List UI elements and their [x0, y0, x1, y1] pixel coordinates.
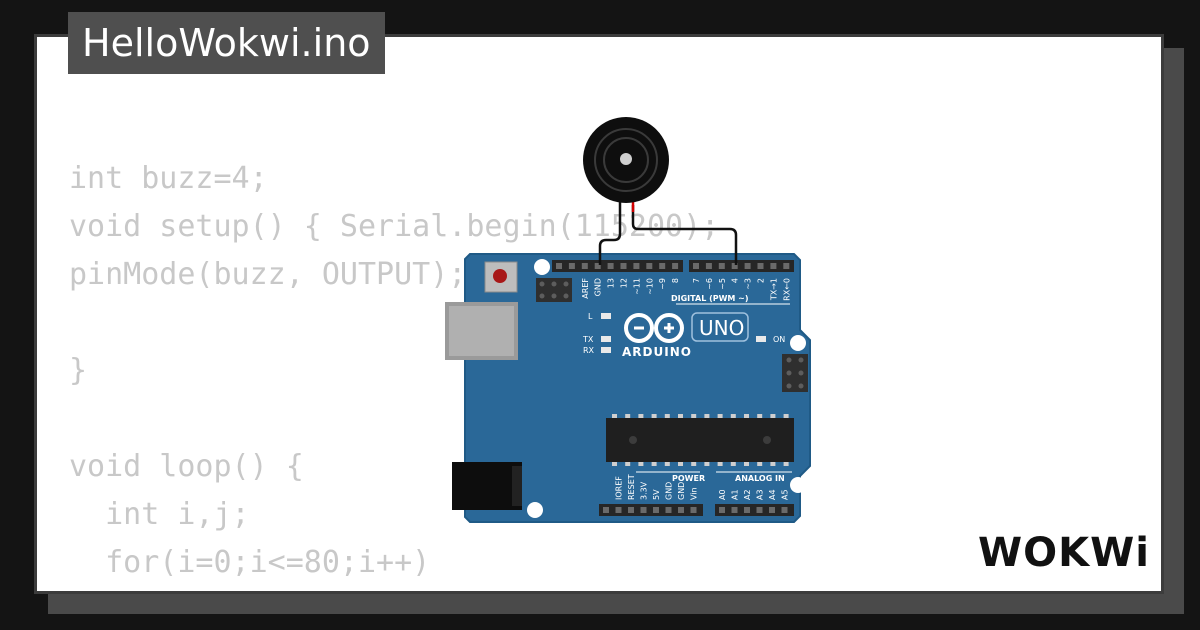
arduino-infinity-logo — [624, 313, 684, 343]
sketch-filename: HelloWokwi.ino — [68, 12, 385, 74]
code-line: for(i=0;i<=80;i++) — [69, 545, 431, 580]
code-line: pinMode(buzz, OUTPUT); — [69, 257, 467, 292]
mounting-hole — [527, 502, 543, 518]
svg-text:TX: TX — [582, 335, 594, 344]
code-line: } — [69, 353, 88, 388]
pin-label: TX→1 — [769, 278, 778, 301]
wire-gnd — [598, 198, 622, 265]
pin-label: ~9 — [658, 278, 667, 290]
code-line: int i,j; — [69, 497, 250, 532]
reset-button[interactable] — [484, 261, 518, 293]
source-code: int buzz=4; void setup() { Serial.begin(1… — [69, 155, 720, 591]
pin-label: A3 — [756, 489, 765, 500]
icsp-header — [536, 278, 572, 302]
icsp-header-right — [782, 354, 808, 392]
usb-port — [445, 302, 518, 360]
pin-label: ~6 — [705, 278, 714, 290]
pin-label: GND — [677, 482, 686, 500]
mounting-hole — [790, 335, 806, 351]
pin-label: AREF — [581, 278, 590, 299]
digital-header-label: DIGITAL (PWM ~) — [671, 294, 749, 303]
pin-label: 12 — [620, 278, 629, 288]
pin-label: GND — [665, 482, 674, 500]
pin-label: RX←0 — [782, 278, 791, 301]
code-line: void loop() { — [69, 449, 304, 484]
pin-label: 3.3V — [640, 481, 649, 500]
power-analog-pin-header[interactable] — [599, 504, 794, 516]
wire-pin4 — [631, 205, 738, 265]
piezo-buzzer[interactable] — [583, 117, 669, 203]
mounting-hole — [790, 477, 806, 493]
pin-label: 4 — [731, 278, 740, 283]
wokwi-logo: WOKWi — [978, 530, 1150, 576]
power-jack — [452, 462, 522, 510]
analog-in-label: ANALOG IN — [735, 474, 785, 483]
pin-label: 5V — [652, 489, 661, 500]
pin-label: ~5 — [718, 278, 727, 290]
pin-label: ~11 — [632, 278, 641, 295]
led-tx: TX — [582, 335, 611, 344]
mounting-hole — [534, 259, 550, 275]
arduino-wordmark: ARDUINO — [622, 345, 692, 359]
svg-text:RX: RX — [583, 346, 595, 355]
pin-label: 7 — [692, 278, 701, 283]
power-label: POWER — [672, 474, 705, 483]
code-line: int buzz=4; — [69, 161, 268, 196]
pin-label: 8 — [671, 278, 680, 283]
led-l: L — [588, 312, 611, 321]
board-model-label: UNO — [699, 316, 744, 340]
code-line: void setup() { Serial.begin(115200); — [69, 209, 720, 244]
atmega-chip — [606, 414, 794, 466]
pin-label: 2 — [757, 278, 766, 283]
led-rx: RX — [583, 346, 611, 355]
pin-label: GND — [594, 278, 603, 296]
pin-label: 13 — [607, 278, 616, 288]
pin-label: Vin — [690, 487, 699, 500]
pin-label: ~10 — [645, 278, 654, 295]
svg-text:ON: ON — [773, 335, 785, 344]
svg-text:L: L — [588, 312, 593, 321]
pin-label: RESET — [627, 474, 636, 500]
pin-label: IOREF — [615, 476, 624, 500]
pin-label: A1 — [731, 489, 740, 500]
pin-label: A5 — [781, 489, 790, 500]
pin-label: A2 — [743, 489, 752, 500]
pin-label: ~3 — [744, 278, 753, 290]
svg-text:WOKWi: WOKWi — [978, 530, 1150, 576]
led-on: ON — [756, 335, 785, 344]
pin-label: A4 — [768, 489, 777, 500]
pin-label: A0 — [718, 489, 727, 500]
digital-pin-header[interactable] — [552, 260, 794, 272]
